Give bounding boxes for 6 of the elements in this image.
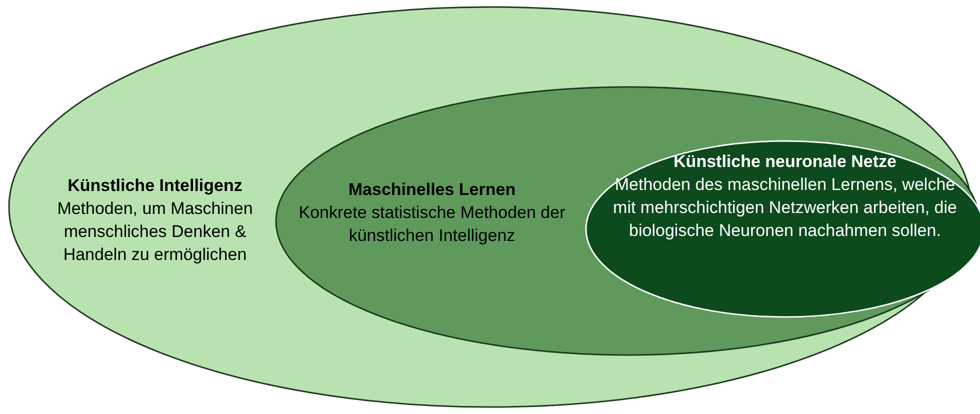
heading: Maschinelles Lernen [347,179,517,201]
description: Methoden des maschinellen Lernens, welche mit mehrschichtigen Netzwerken arbeiten, die biologische Neuronen nachahmen sollen. [612,174,958,242]
description: Methoden, um Maschinen menschliches Denken & Handeln zu ermöglichen [56,198,254,266]
description: Konkrete statistische Methoden der künstlichen Intelligenz [298,202,566,247]
heading: Künstliche Intelligenz [66,175,244,197]
heading: Künstliche neuronale Netze [672,151,898,173]
